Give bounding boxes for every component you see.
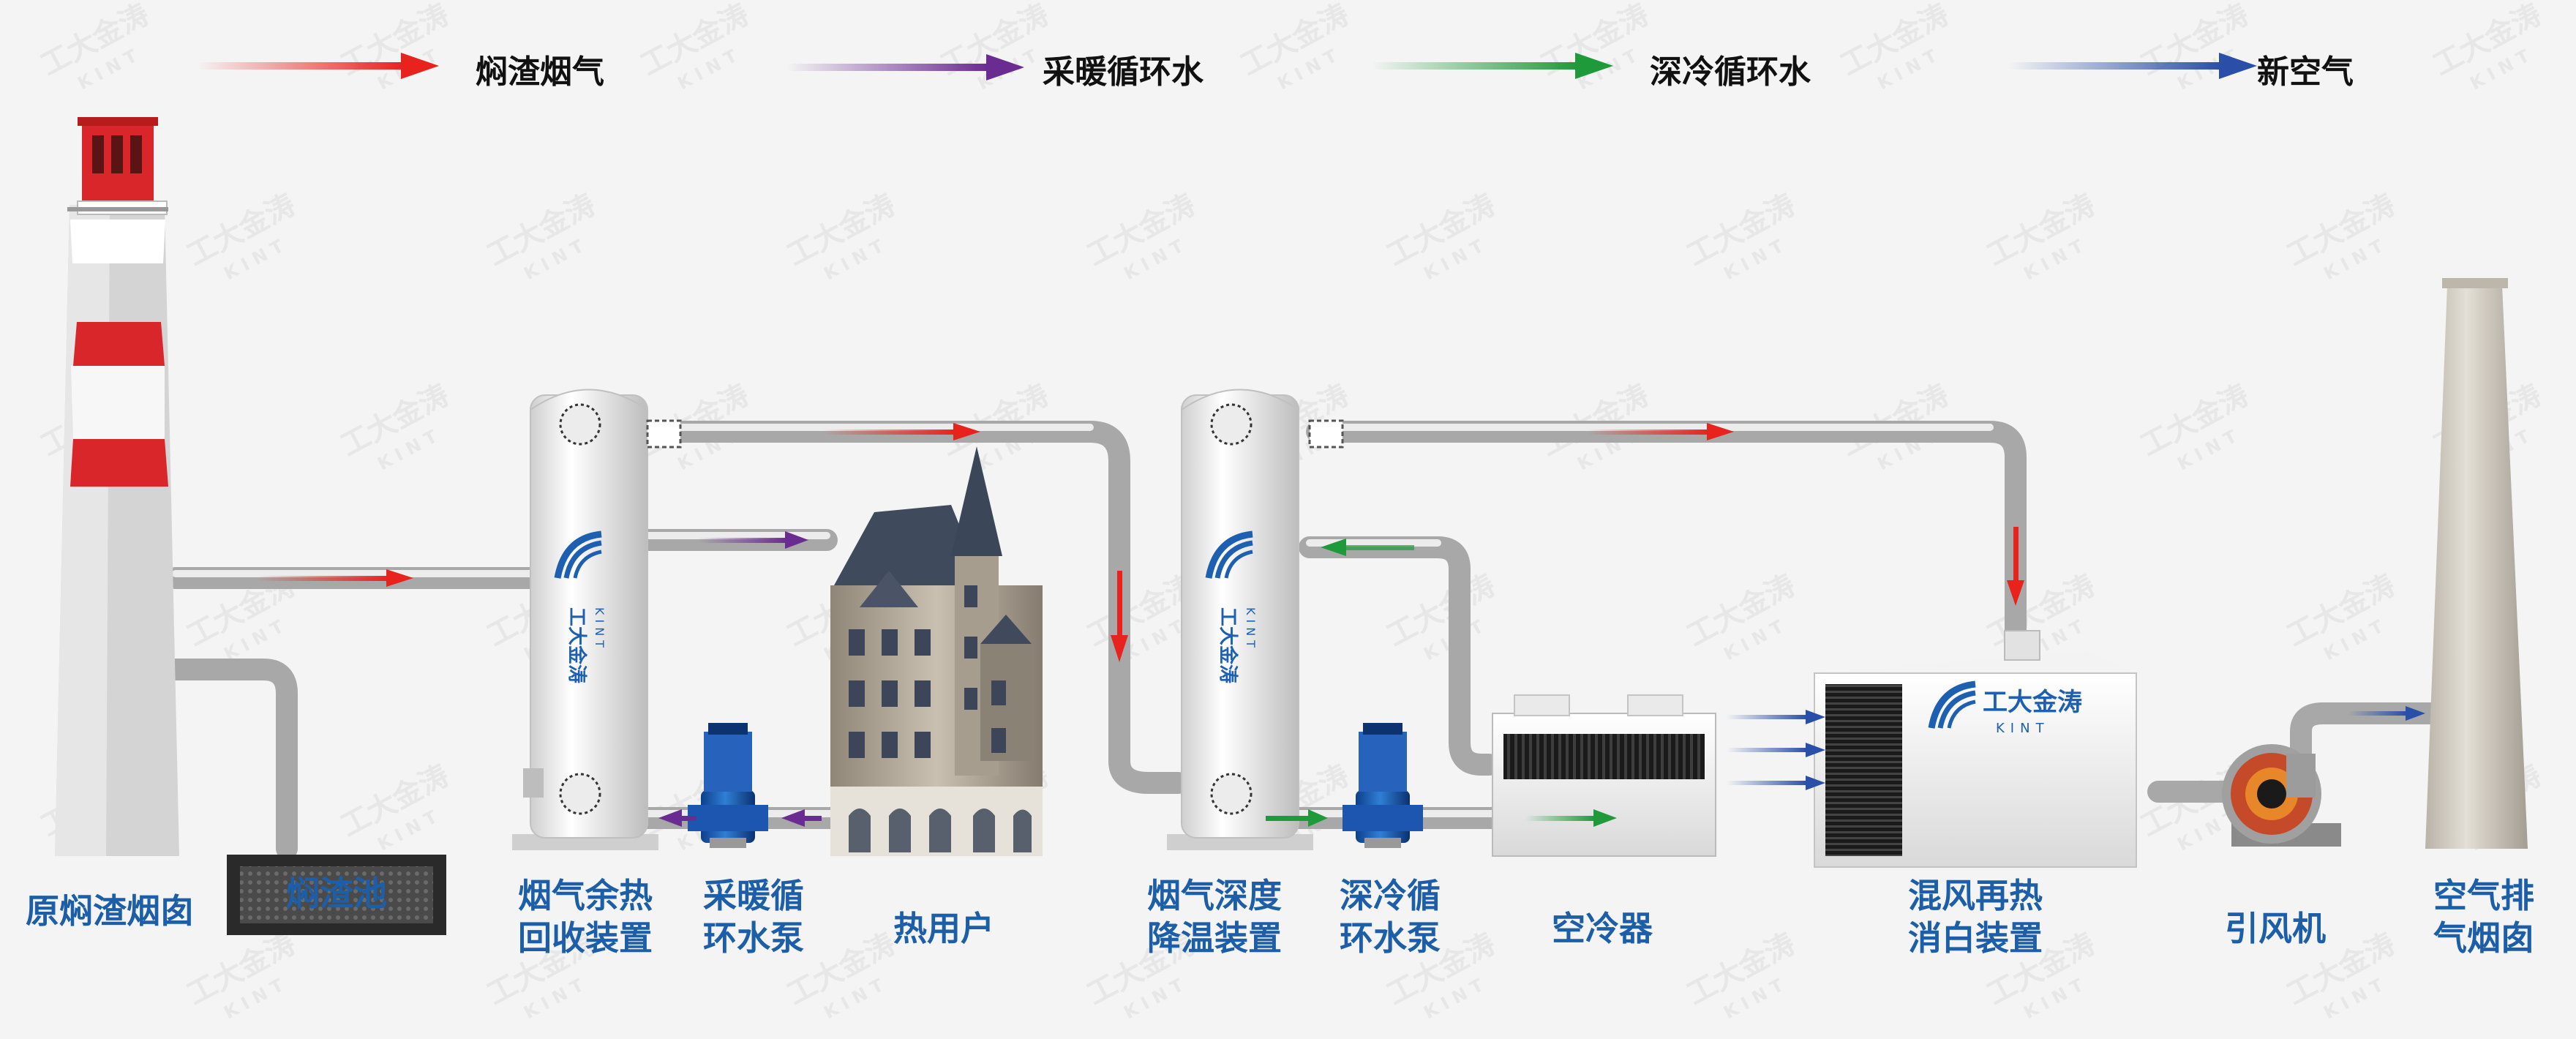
original-chimney — [55, 117, 179, 856]
legend-arrow-flue-gas — [198, 53, 439, 79]
flow-deep-supply — [1321, 539, 1414, 556]
legend-label-heating-water: 采暖循环水 — [1043, 53, 1203, 91]
flow-heating-return-left — [658, 809, 822, 827]
label-heat-recovery-device: 烟气余热回收装置 — [518, 876, 653, 958]
induced-draft-fan — [2222, 744, 2341, 847]
brand-badge-mixer: 工大金涛 KINT — [1928, 680, 2082, 736]
flow-heating-supply — [699, 531, 808, 549]
slag-pool — [227, 855, 446, 935]
flow-deep-return — [1266, 809, 1617, 827]
legend-arrow-deep-cooling-water — [1372, 53, 1613, 79]
flow-flue-to-mixer — [1588, 423, 1734, 440]
pipe-deep-supply — [1299, 536, 1500, 776]
air-cooler — [1492, 694, 1716, 857]
brand-badge-recovery: 工大金涛 KINT — [554, 530, 607, 683]
svg-text:KINT: KINT — [1996, 721, 2050, 736]
pipe-chimney-to-pool — [165, 659, 298, 860]
legend — [198, 53, 2257, 80]
pipe-highlights — [172, 424, 1994, 817]
flow-air-to-stack — [2348, 706, 2425, 721]
label-heat-user: 热用户 — [893, 909, 994, 948]
label-heating-pump: 采暖循环水泵 — [703, 876, 804, 958]
pipe-cooling-to-mixer — [1306, 421, 2027, 655]
pipe-fan-to-stack — [2290, 702, 2447, 765]
label-air-cooler: 空冷器 — [1552, 909, 1653, 948]
deep-cooling-pump — [1343, 723, 1423, 848]
label-original-chimney: 原焖渣烟囱 — [26, 891, 194, 931]
flow-fresh-air — [1727, 710, 1825, 790]
legend-arrow-heating-water — [786, 54, 1024, 80]
flow-flue-down-to-cooling — [1111, 571, 1128, 662]
flow-flue-down-to-mixer — [2007, 527, 2024, 606]
svg-text:工大金涛: 工大金涛 — [1983, 688, 2082, 717]
label-deep-cooling-device: 烟气深度降温装置 — [1147, 876, 1282, 958]
heating-pump — [688, 723, 768, 848]
legend-label-fresh-air: 新空气 — [2257, 53, 2354, 91]
label-mixer-reheat-device: 混风再热消白装置 — [1908, 876, 2043, 958]
legend-label-flue-gas: 焖渣烟气 — [476, 53, 604, 91]
brand-badge-cooling: 工大金涛 KINT — [1205, 530, 1258, 683]
legend-label-deep-cooling-water: 深冷循环水 — [1650, 53, 1811, 91]
svg-text:KINT: KINT — [1244, 607, 1258, 652]
slag-pool-label: 焖渣池 — [286, 874, 387, 913]
flow-flue-to-cooling — [823, 423, 980, 440]
heat-user-building — [830, 446, 1043, 856]
deep-cooling-tank — [1167, 389, 1344, 850]
label-exhaust-stack: 空气排气烟囱 — [2433, 876, 2534, 958]
svg-text:工大金涛: 工大金涛 — [566, 607, 588, 683]
svg-text:工大金涛: 工大金涛 — [1217, 607, 1239, 683]
label-deep-cooling-pump: 深冷循环水泵 — [1340, 876, 1441, 958]
recovery-tank — [512, 389, 682, 850]
flow-arrows — [256, 423, 2425, 827]
flow-flue-to-recovery — [256, 569, 413, 587]
legend-arrow-fresh-air — [2008, 53, 2257, 79]
mixer-reheat-device — [1814, 630, 2137, 868]
exhaust-stack — [2425, 278, 2528, 849]
label-induced-draft-fan: 引风机 — [2225, 909, 2326, 948]
pipe-recovery-to-cooling — [626, 421, 1189, 794]
svg-text:KINT: KINT — [593, 607, 607, 652]
